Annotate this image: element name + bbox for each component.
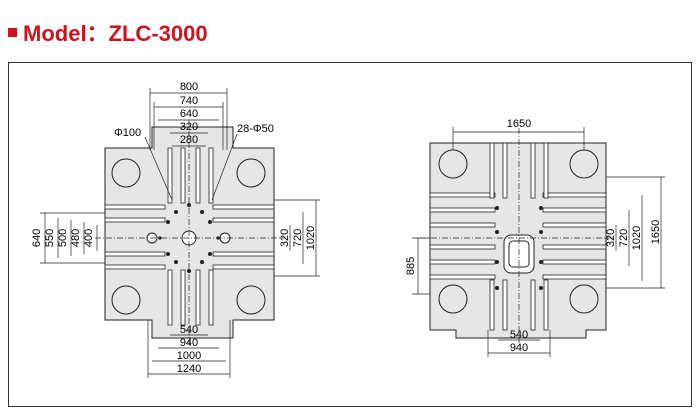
left-dim-top-320: 320 — [180, 121, 198, 133]
right-dim-right-320: 320 — [605, 229, 617, 247]
left-dim-top-640: 640 — [180, 108, 198, 120]
left-dim-right-320: 320 — [279, 229, 291, 247]
left-tiebar-hole-tr — [236, 158, 266, 188]
left-dim-right-720: 720 — [292, 229, 304, 247]
page-title: Model：ZLC-3000 — [8, 14, 208, 50]
right-dim-top-1650: 1650 — [507, 118, 531, 130]
right-tiebar-hole-bl — [438, 284, 468, 314]
left-callout-28-phi50: 28-Φ50 — [237, 123, 274, 135]
left-dim-left-550: 550 — [44, 229, 56, 247]
title-bullet-icon — [8, 27, 17, 37]
left-tiebar-hole-br — [236, 285, 266, 315]
left-dim-bottom-1000: 1000 — [177, 350, 201, 362]
right-dim-right-720: 720 — [618, 229, 630, 247]
right-dim-right-1020: 1020 — [631, 226, 643, 250]
left-platen-drawing: 800 740 640 320 280 Φ100 28-Φ50 640 550 … — [31, 81, 320, 378]
drawing-frame — [8, 62, 692, 407]
left-dim-left-500: 500 — [57, 229, 69, 247]
left-dim-top-800: 800 — [180, 81, 198, 93]
left-dim-bottom-940: 940 — [180, 337, 198, 349]
left-tiebar-hole-tl — [111, 158, 141, 188]
right-tiebar-hole-br — [569, 284, 599, 314]
left-dim-top-280: 280 — [180, 134, 198, 146]
left-dim-left-400: 400 — [83, 229, 95, 247]
left-callout-phi100: Φ100 — [114, 127, 141, 139]
model-title: Model：ZLC-3000 — [23, 21, 208, 46]
right-dim-bottom-940: 940 — [510, 342, 528, 354]
left-tiebar-hole-bl — [111, 285, 141, 315]
left-dim-bottom-540: 540 — [180, 324, 198, 336]
left-dim-top-740: 740 — [180, 95, 198, 107]
left-dim-left-640: 640 — [31, 229, 43, 247]
right-dim-left-885: 885 — [405, 257, 417, 275]
left-dim-left-480: 480 — [70, 229, 82, 247]
right-dim-right-1650: 1650 — [650, 220, 662, 244]
right-dim-bottom-540: 540 — [510, 329, 528, 341]
right-platen-drawing: 1650 885 320 720 1020 1650 540 940 — [405, 118, 665, 357]
left-dim-bottom-1240: 1240 — [177, 363, 201, 375]
left-dim-right-1020: 1020 — [305, 226, 317, 250]
